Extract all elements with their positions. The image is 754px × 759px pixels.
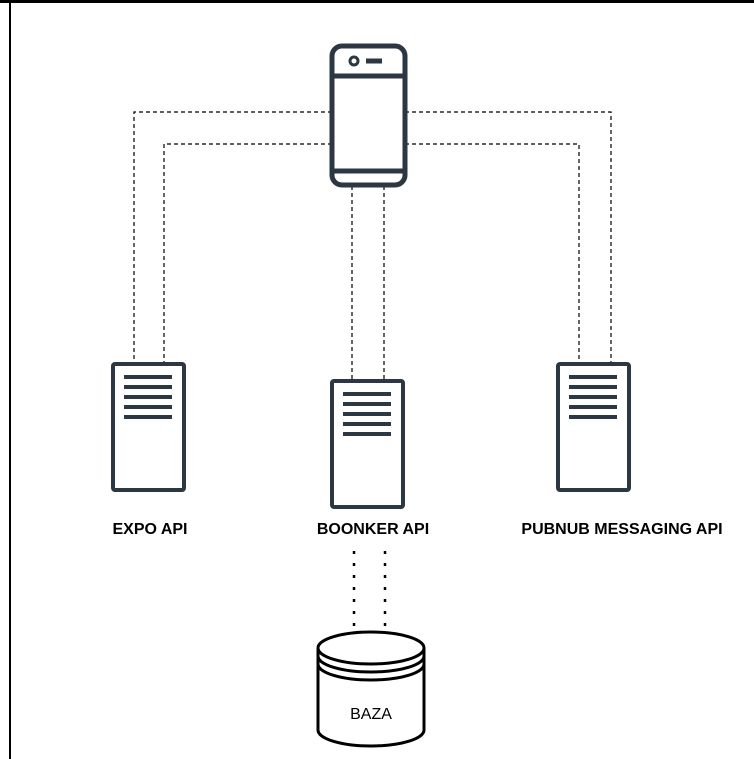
server-icon xyxy=(556,362,631,492)
connector-phone-pubnub-outer xyxy=(405,111,612,363)
expo-api-label: EXPO API xyxy=(113,521,188,538)
connector-phone-expo-outer xyxy=(133,111,332,363)
connector-phone-expo-inner xyxy=(163,143,332,363)
connectors xyxy=(133,111,612,380)
database-label: BAZA xyxy=(350,706,392,723)
server-icon xyxy=(330,379,405,509)
server-icon xyxy=(111,362,186,492)
pubnub-api-label: PUBNUB MESSAGING API xyxy=(521,521,722,538)
connectors-db xyxy=(352,551,387,630)
phone-icon xyxy=(329,43,408,188)
boonker-api-label: BOONKER API xyxy=(317,521,429,538)
connector-phone-pubnub-inner xyxy=(405,143,580,363)
database-icon xyxy=(316,630,426,748)
